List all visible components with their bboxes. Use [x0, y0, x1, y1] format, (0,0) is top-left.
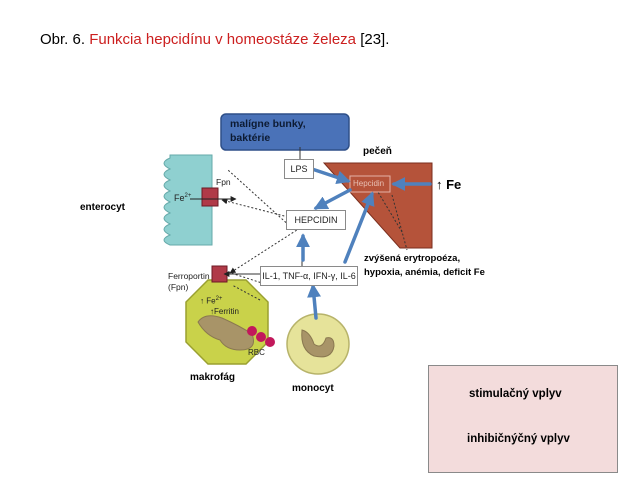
liver-label: pečeň: [363, 146, 392, 157]
enterocyte-fpn-label: Fpn: [216, 177, 231, 187]
malignant-line1: malígne bunky,: [230, 118, 306, 130]
liver-hepcidin-label: Hepcidin: [353, 179, 385, 188]
rbc-cell-1: [247, 326, 257, 336]
legend-box: stimulačný vplyv inhibičnýčný vplyv: [428, 365, 618, 473]
ferroportin-label: Ferroportin (Fpn): [168, 271, 210, 293]
conditions-line2: hypoxia, anémia, deficit Fe: [364, 267, 485, 278]
rbc-label: RBC: [248, 348, 265, 357]
lps-box: LPS: [284, 159, 314, 179]
macrophage-label: makrofág: [190, 372, 236, 383]
conditions-line1: zvýšená erytropoéza,: [364, 253, 461, 264]
caption-ref: [23].: [356, 31, 390, 48]
macrophage-fe: ↑ Fe2+: [200, 296, 222, 306]
caption-prefix: Obr. 6.: [40, 31, 90, 48]
macrophage-nucleus: [197, 315, 254, 351]
monocyte-cell: [286, 313, 350, 375]
enterocyte-label: enterocyt: [80, 202, 126, 213]
macrophage-fe-text: ↑ Fe: [200, 296, 216, 306]
enterocyte-fe-sup: 2+: [184, 193, 192, 199]
ferroportin-line2: (Fpn): [168, 282, 189, 292]
macrophage-ferritin: ↑Ferritin: [210, 307, 239, 316]
enterocyte-fe: Fe2+: [174, 193, 191, 203]
monocyte-nucleus: [301, 329, 335, 358]
malignant-line2: baktérie: [230, 132, 271, 144]
enterocyte-cell: [163, 154, 213, 246]
macrophage-fe-sup: 2+: [215, 296, 223, 302]
fe-increase-label: ↑ Fe: [436, 177, 462, 192]
figure-caption: Obr. 6. Funkcia hepcidínu v homeostáze ž…: [40, 31, 389, 48]
malignant-cells-box: [220, 113, 350, 151]
rbc-cell-2: [256, 332, 266, 342]
legend-stimulation: stimulačný vplyv: [469, 388, 562, 400]
ferroportin-line1: Ferroportin: [168, 271, 210, 281]
fpn-channel-enterocyte: [201, 187, 219, 207]
conditions-label: zvýšená erytropoéza, hypoxia, anémia, de…: [364, 252, 485, 280]
enterocyte-fe-text: Fe: [174, 193, 185, 203]
caption-title: Funkcia hepcidínu v homeostáze železa: [89, 31, 357, 48]
cytokines-box: IL-1, TNF-α, IFN-γ, IL-6: [260, 266, 358, 286]
hepcidin-box: HEPCIDIN: [286, 210, 346, 230]
rbc-cell-3: [265, 337, 275, 347]
legend-inhibition: inhibičnýčný vplyv: [467, 433, 570, 445]
malignant-cells-label: malígne bunky, baktérie: [230, 117, 306, 145]
monocyte-label: monocyt: [292, 383, 334, 394]
